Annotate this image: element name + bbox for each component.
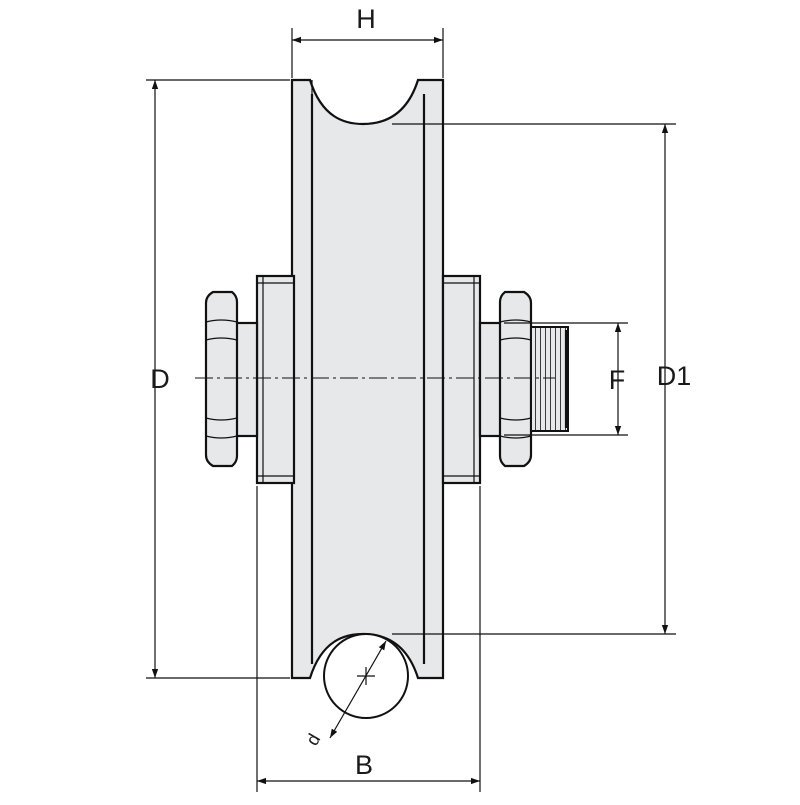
label-d: d (302, 730, 324, 749)
right-hex-nut (498, 290, 533, 468)
label-B: B (355, 750, 373, 780)
right-washer (478, 321, 503, 438)
left-hex-nut (204, 290, 239, 468)
label-D1: D1 (657, 361, 692, 391)
d-dimension-line (329, 640, 387, 739)
dimension-H (291, 28, 444, 78)
label-H: H (356, 4, 376, 34)
label-D: D (150, 364, 170, 394)
left-bearing-hub (255, 274, 296, 485)
rail-profile-circle (323, 633, 409, 739)
left-washer (234, 321, 259, 438)
threaded-bolt-end (530, 326, 569, 432)
wheel-body (290, 78, 445, 680)
bolt-thread (530, 326, 569, 432)
dimension-D1 (392, 123, 676, 635)
dimension-F (504, 322, 628, 436)
dimension-B (256, 486, 481, 792)
right-bearing-hub (441, 274, 482, 485)
label-F: F (609, 365, 626, 395)
dimension-D (146, 79, 290, 679)
grooved-wheel (290, 78, 445, 680)
